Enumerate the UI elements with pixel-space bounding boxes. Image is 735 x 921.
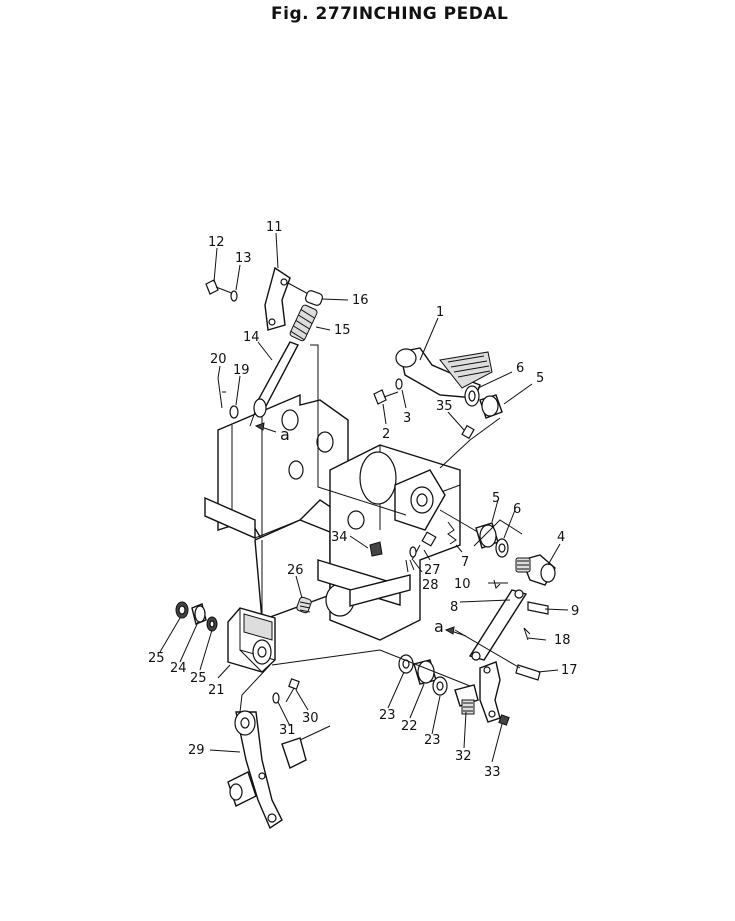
callout-9: 9 bbox=[571, 604, 579, 619]
callout-33: 33 bbox=[484, 765, 501, 780]
callout-25-left: 25 bbox=[148, 651, 165, 666]
pedal-shaft-assembly bbox=[439, 509, 556, 681]
callout-19: 19 bbox=[233, 363, 250, 378]
callout-23-left: 23 bbox=[379, 708, 396, 723]
callout-14: 14 bbox=[243, 330, 260, 345]
callout-2: 2 bbox=[382, 427, 390, 442]
callout-28: 28 bbox=[422, 578, 439, 593]
callout-30: 30 bbox=[302, 711, 319, 726]
figure-title: Fig. 277 INCHING PEDAL bbox=[0, 2, 735, 26]
reference-a-lower: a bbox=[434, 617, 444, 636]
callout-17: 17 bbox=[561, 663, 578, 678]
callout-1: 1 bbox=[436, 305, 444, 320]
callout-7: 7 bbox=[461, 555, 469, 570]
callout-5-upper: 5 bbox=[536, 371, 544, 386]
callout-10: 10 bbox=[454, 577, 471, 592]
hardware-small-parts bbox=[369, 531, 437, 573]
reference-a-upper: a bbox=[280, 425, 290, 444]
callout-21: 21 bbox=[208, 683, 225, 698]
callout-18: 18 bbox=[554, 633, 571, 648]
callout-22: 22 bbox=[401, 719, 418, 734]
callout-15: 15 bbox=[334, 323, 351, 338]
figure-number: Fig. 277 bbox=[271, 4, 353, 24]
pedal-bracket-housing bbox=[204, 393, 461, 641]
callout-31: 31 bbox=[279, 723, 296, 738]
figure-name: INCHING PEDAL bbox=[352, 4, 509, 24]
callout-20: 20 bbox=[210, 352, 227, 367]
callout-34: 34 bbox=[331, 530, 348, 545]
callout-35: 35 bbox=[436, 399, 453, 414]
callout-24: 24 bbox=[170, 661, 187, 676]
callout-6-lower: 6 bbox=[513, 502, 521, 517]
callout-13: 13 bbox=[235, 251, 252, 266]
upper-lever-assembly bbox=[205, 266, 407, 516]
callout-8: 8 bbox=[450, 600, 458, 615]
callout-12: 12 bbox=[208, 235, 225, 250]
callout-26: 26 bbox=[287, 563, 304, 578]
lower-lever-assembly bbox=[271, 649, 510, 726]
callout-32: 32 bbox=[455, 749, 472, 764]
callout-29: 29 bbox=[188, 743, 205, 758]
callout-11: 11 bbox=[266, 220, 283, 235]
callout-23-right: 23 bbox=[424, 733, 441, 748]
inching-pedal-assembly bbox=[373, 347, 503, 469]
callout-6-upper: 6 bbox=[516, 361, 524, 376]
callout-5-lower: 5 bbox=[492, 491, 500, 506]
callout-3: 3 bbox=[403, 411, 411, 426]
leader-lines bbox=[159, 232, 569, 763]
callout-4: 4 bbox=[557, 530, 565, 545]
callout-25-right: 25 bbox=[190, 671, 207, 686]
callout-27: 27 bbox=[424, 563, 441, 578]
callout-16: 16 bbox=[352, 293, 369, 308]
callout-labels: 11 12 13 16 15 14 20 19 a 1 6 5 35 2 3 5… bbox=[148, 220, 579, 780]
bracket-and-arm-assembly bbox=[175, 596, 331, 830]
